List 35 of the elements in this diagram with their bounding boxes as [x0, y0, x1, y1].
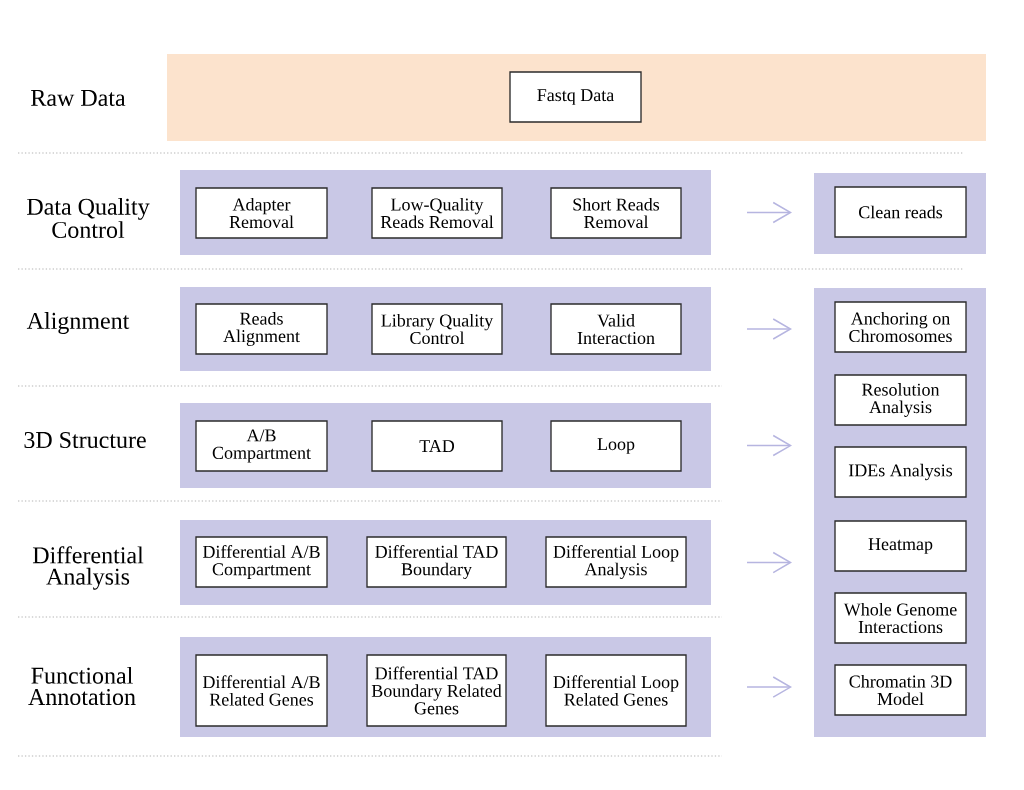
- row-label: Differential Analysis: [32, 546, 144, 590]
- process-box: Valid Interaction: [550, 303, 682, 355]
- row-label: Raw Data: [31, 90, 126, 106]
- process-box: Differential TAD Boundary Related Genes: [366, 654, 507, 727]
- process-box: Library Quality Control: [371, 303, 503, 355]
- process-box: A/B Compartment: [195, 420, 328, 472]
- arrow: [746, 318, 792, 340]
- process-box: Anchoring on Chromosomes: [834, 301, 967, 353]
- process-box: TAD: [371, 420, 503, 472]
- process-box: Differential A/B Related Genes: [195, 654, 328, 727]
- process-box: Differential Loop Analysis: [545, 536, 687, 588]
- row-label: 3D Structure: [24, 431, 146, 449]
- process-box: Differential TAD Boundary: [366, 536, 507, 588]
- arrow: [746, 201, 792, 224]
- process-box: Heatmap: [834, 520, 967, 572]
- row-label: Alignment: [26, 312, 130, 334]
- process-box: Resolution Analysis: [834, 374, 967, 426]
- process-box: Loop: [550, 420, 682, 472]
- arrow: [746, 676, 792, 698]
- row-label: Data Quality Control: [27, 197, 150, 239]
- process-box: Low-Quality Reads Removal: [371, 187, 503, 239]
- arrow: [746, 551, 792, 574]
- process-box: Fastq Data: [509, 71, 642, 123]
- arrow: [746, 434, 792, 457]
- process-box: Differential Loop Related Genes: [545, 654, 687, 727]
- process-box: Whole Genome Interactions: [834, 592, 967, 644]
- process-box: Adapter Removal: [195, 187, 328, 239]
- process-box: Chromatin 3D Model: [834, 664, 967, 716]
- process-box: Reads Alignment: [195, 303, 328, 355]
- process-box: Differential A/B Compartment: [195, 536, 328, 588]
- process-box: IDEs Analysis: [834, 446, 967, 498]
- process-box: Clean reads: [834, 186, 967, 238]
- row-label: Functional Annotation: [28, 666, 136, 706]
- band-background: [167, 54, 986, 141]
- process-box: Short Reads Removal: [550, 187, 682, 239]
